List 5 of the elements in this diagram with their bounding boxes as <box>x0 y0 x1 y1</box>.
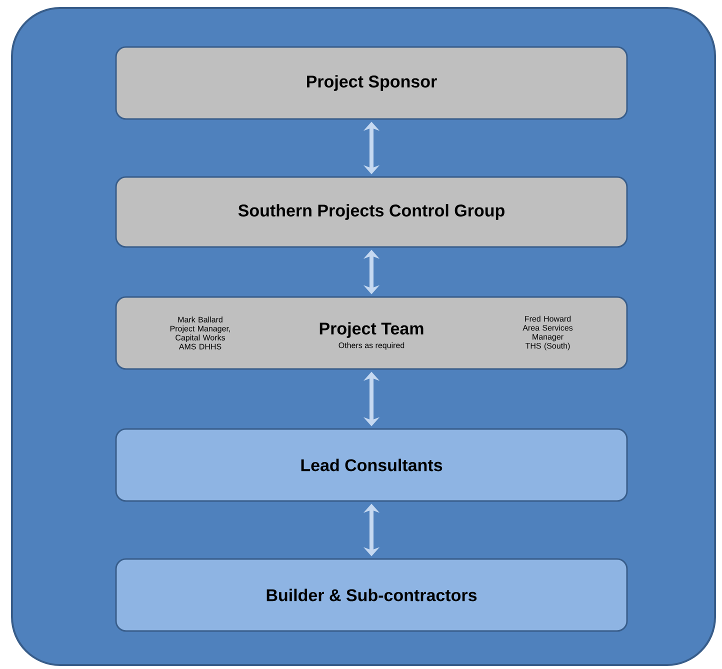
process-box: Project Sponsor <box>115 46 628 120</box>
process-box: Builder & Sub-contractors <box>115 558 628 632</box>
process-box: Lead Consultants <box>115 428 628 502</box>
process-box: Mark Ballard Project Manager, Capital Works AMS DHHS Project Team Others as required Fred Howard Area Services Manager THS (South) <box>115 296 628 370</box>
process-box: Southern Projects Control Group <box>115 176 628 248</box>
